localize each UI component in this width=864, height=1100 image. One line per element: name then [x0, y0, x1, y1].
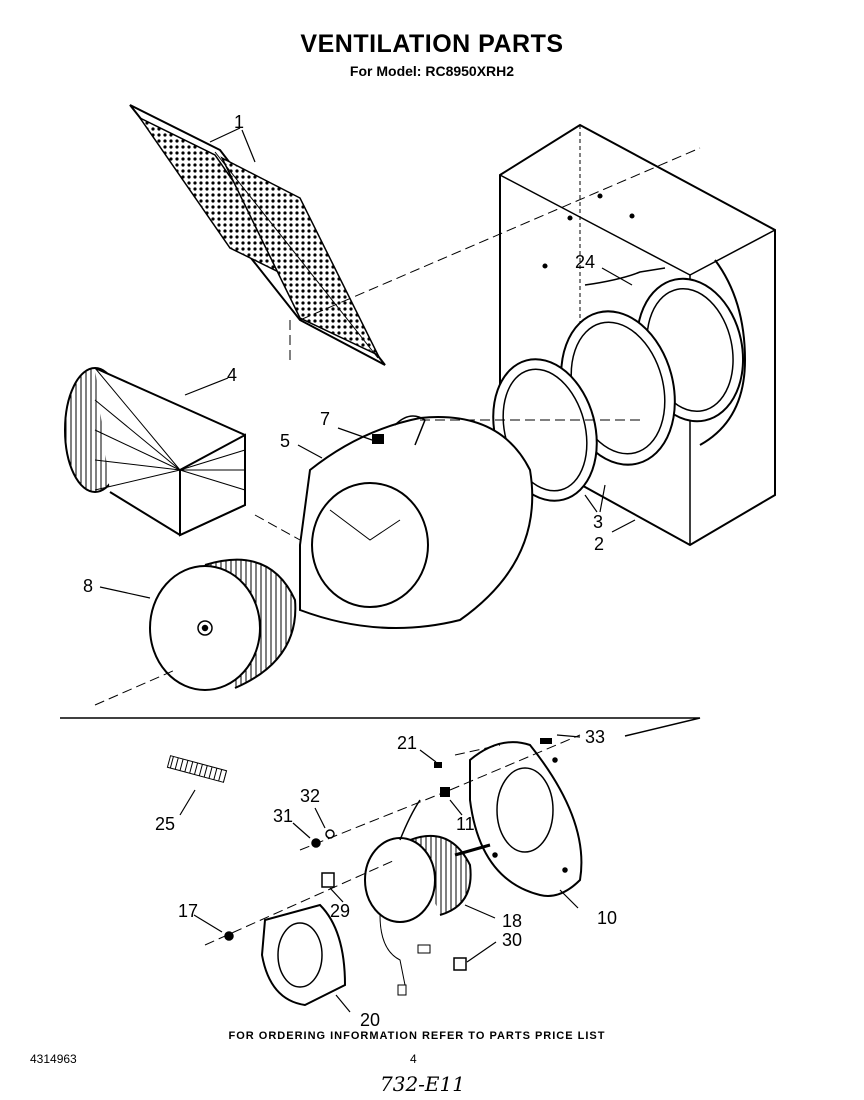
callout-leaders	[99, 127, 636, 1013]
screw-part-7	[372, 434, 384, 444]
callout-part-24: 24	[575, 252, 595, 272]
blower-wheel-part-8	[149, 558, 297, 691]
callout-part-3: 3	[593, 512, 603, 532]
motor-part-18	[364, 799, 491, 996]
callout-part-33: 33	[585, 727, 605, 747]
mounting-plate-part-10	[469, 741, 583, 897]
transition-duct-part-4	[64, 367, 246, 537]
callout-part-7: 7	[320, 409, 330, 429]
callout-part-17: 17	[178, 901, 198, 921]
callout-part-2: 2	[594, 534, 604, 554]
callout-part-29: 29	[330, 901, 350, 921]
callout-part-5: 5	[280, 431, 290, 451]
callout-part-1: 1	[234, 112, 244, 132]
page-number: 4	[410, 1052, 417, 1066]
callout-part-32: 32	[300, 786, 320, 806]
assembly-centerlines-lower	[204, 734, 581, 946]
callout-part-18: 18	[502, 911, 522, 931]
model-subtitle: For Model: RC8950XRH2	[349, 63, 515, 79]
blower-scroll-part-5	[299, 415, 534, 629]
section-separator-line	[60, 717, 701, 737]
grille-filter-part-1	[129, 104, 386, 366]
callout-part-25: 25	[155, 814, 175, 834]
ordering-information-note: FOR ORDERING INFORMATION REFER TO PARTS …	[228, 1030, 606, 1042]
page-title: VENTILATION PARTS	[300, 30, 564, 58]
handwritten-mark: 732-E11	[380, 1072, 465, 1096]
front-mount-part-20	[260, 903, 347, 1007]
callout-part-31: 31	[273, 806, 293, 826]
callout-part-8: 8	[83, 576, 93, 596]
assembly-centerlines-upper	[94, 147, 701, 706]
callout-part-11: 11	[456, 814, 475, 834]
callout-part-10: 10	[597, 908, 617, 928]
callout-part-30: 30	[502, 930, 522, 950]
document-number: 4314963	[30, 1052, 77, 1066]
callout-part-4: 4	[227, 365, 237, 385]
callout-part-21: 21	[397, 733, 417, 753]
callout-part-20: 20	[360, 1010, 380, 1030]
